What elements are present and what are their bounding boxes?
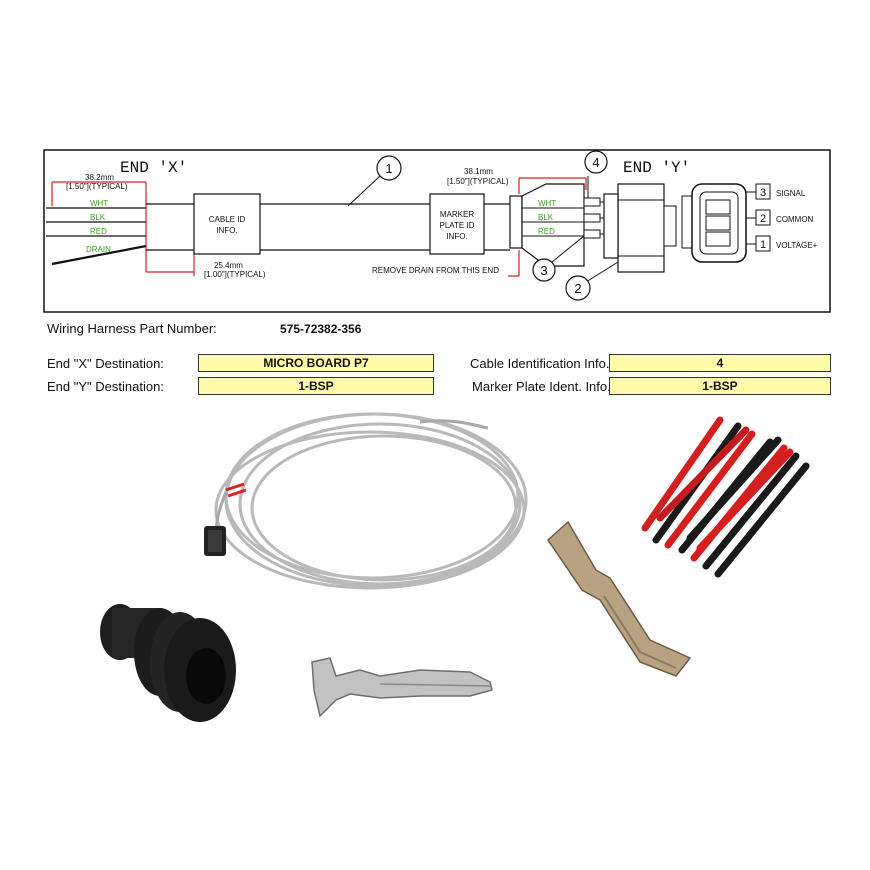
svg-text:[1.50"](TYPICAL): [1.50"](TYPICAL) — [66, 182, 128, 191]
heat-shrink-image — [641, 416, 810, 578]
end-y-dest-value: 1-BSP — [198, 377, 434, 395]
svg-text:38.2mm: 38.2mm — [85, 173, 114, 182]
svg-text:COMMON: COMMON — [776, 215, 814, 224]
svg-text:1: 1 — [760, 239, 766, 251]
svg-text:2: 2 — [760, 213, 766, 225]
remove-drain-note: REMOVE DRAIN FROM THIS END — [372, 266, 499, 275]
connector-housing — [603, 183, 677, 273]
svg-text:INFO.: INFO. — [216, 226, 237, 235]
svg-text:BLK: BLK — [538, 213, 554, 222]
wiring-diagram: END 'X' END 'Y' 38.2mm [1.50"](TYPICAL) … — [43, 149, 831, 313]
wires-end-x: WHT BLK RED DRAIN — [46, 199, 147, 266]
pin-legend: 3 SIGNAL 2 COMMON 1 VOLTAGE+ — [755, 183, 818, 252]
callout-4: 4 — [584, 150, 608, 198]
svg-text:[1.00"](TYPICAL): [1.00"](TYPICAL) — [204, 270, 266, 279]
end-y-dest-label: End "Y" Destination: — [47, 379, 164, 394]
svg-text:RED: RED — [538, 227, 555, 236]
svg-text:MARKER: MARKER — [440, 210, 474, 219]
left-dimension: 38.2mm [1.50"](TYPICAL) — [51, 173, 147, 272]
right-dimension: 38.1mm [1.50"](TYPICAL) — [447, 167, 587, 277]
svg-text:SIGNAL: SIGNAL — [776, 189, 806, 198]
cable-id-value: 4 — [609, 354, 831, 372]
svg-text:INFO.: INFO. — [446, 232, 467, 241]
svg-text:3: 3 — [540, 263, 547, 278]
cable-jacket — [146, 203, 510, 251]
marker-label: Marker Plate Ident. Info. — [472, 379, 611, 394]
breakout-sleeve: WHT BLK RED — [509, 183, 585, 267]
flat-terminal-image — [311, 657, 493, 718]
svg-text:3: 3 — [760, 187, 766, 199]
svg-text:1: 1 — [385, 161, 392, 176]
rubber-seal-image — [100, 604, 236, 722]
end-x-label: END 'X' — [120, 159, 187, 177]
cable-connector-image — [204, 482, 247, 556]
svg-text:VOLTAGE+: VOLTAGE+ — [776, 241, 818, 250]
svg-text:2: 2 — [574, 281, 581, 296]
end-x-dest-label: End "X" Destination: — [47, 356, 164, 371]
callout-2: 2 — [565, 261, 619, 301]
cable-id-box: CABLE ID INFO. — [193, 193, 261, 255]
svg-text:RED: RED — [90, 227, 107, 236]
end-x-dest-value: MICRO BOARD P7 — [198, 354, 434, 372]
part-number-value: 575-72382-356 — [280, 322, 362, 336]
svg-text:4: 4 — [592, 155, 599, 170]
svg-text:25.4mm: 25.4mm — [214, 261, 243, 270]
bottom-dimension: 25.4mm [1.00"](TYPICAL) — [146, 252, 266, 279]
marker-value: 1-BSP — [609, 377, 831, 395]
cable-coil-image — [214, 412, 528, 590]
callout-3: 3 — [532, 235, 585, 282]
svg-text:DRAIN: DRAIN — [86, 245, 111, 254]
svg-text:BLK: BLK — [90, 213, 106, 222]
svg-text:CABLE ID: CABLE ID — [209, 215, 246, 224]
product-photos — [100, 412, 810, 722]
svg-text:[1.50"](TYPICAL): [1.50"](TYPICAL) — [447, 177, 509, 186]
cable-id-label: Cable Identification Info. — [470, 356, 610, 371]
callout-1: 1 — [347, 155, 402, 207]
svg-text:WHT: WHT — [538, 199, 556, 208]
marker-plate-box: MARKER PLATE ID INFO. — [429, 193, 485, 255]
angled-terminal-image — [547, 520, 692, 677]
svg-text:38.1mm: 38.1mm — [464, 167, 493, 176]
connector-face — [681, 183, 756, 263]
part-number-label: Wiring Harness Part Number: — [47, 321, 217, 336]
svg-text:PLATE ID: PLATE ID — [440, 221, 475, 230]
svg-text:WHT: WHT — [90, 199, 108, 208]
end-y-label: END 'Y' — [623, 159, 690, 177]
